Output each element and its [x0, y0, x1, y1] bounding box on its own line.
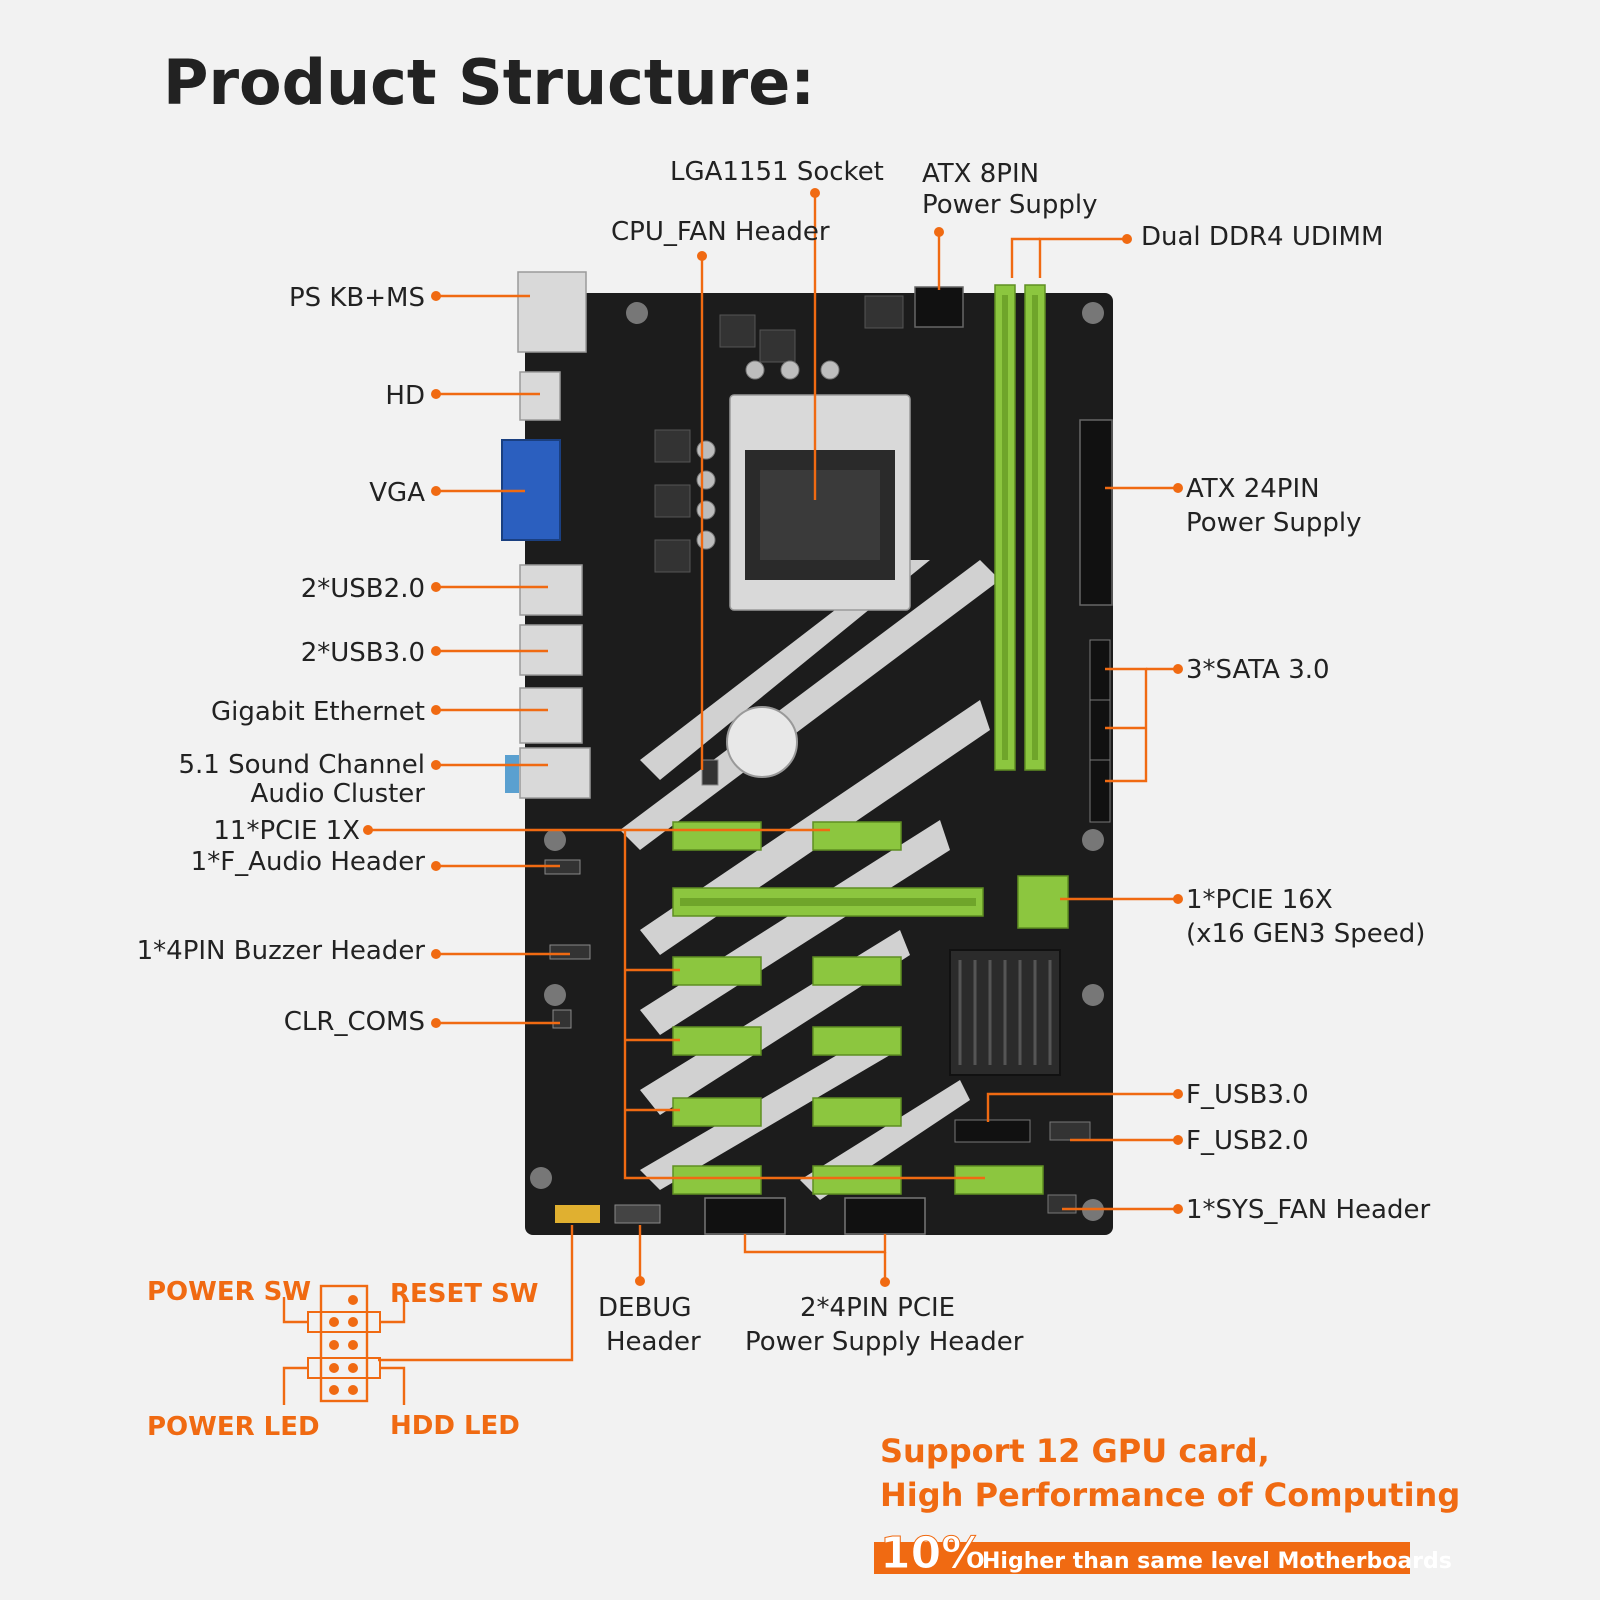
- bottom-connectors: [544, 759, 1091, 1235]
- pcie-power-connector-2: [844, 1197, 926, 1235]
- usb20-ports: [519, 564, 583, 616]
- hdmi-port: [519, 371, 561, 421]
- cpu-socket: [729, 394, 911, 611]
- label-atx-8pin-line1: ATX 8PIN: [922, 159, 1039, 189]
- motherboard: [501, 271, 1113, 1235]
- f-usb30-connector: [954, 1119, 1031, 1143]
- label-sata: 3*SATA 3.0: [1186, 655, 1330, 685]
- rear-io: [501, 271, 591, 799]
- label-atx-8pin-line2: Power Supply: [922, 190, 1097, 220]
- label-clr-coms: CLR_COMS: [284, 1007, 425, 1037]
- label-pcie-power-line2: Power Supply Header: [745, 1327, 1024, 1357]
- buzzer-pins: [549, 944, 591, 960]
- label-ps-kb-ms: PS KB+MS: [289, 283, 425, 313]
- panel-header-outline: [319, 1284, 369, 1403]
- audio-ports: [519, 747, 591, 799]
- label-power-led: POWER LED: [147, 1412, 320, 1442]
- label-usb20: 2*USB2.0: [301, 574, 425, 604]
- label-usb30: 2*USB3.0: [301, 638, 425, 668]
- mounting-holes: [530, 302, 1104, 1221]
- label-atx-24pin-line1: ATX 24PIN: [1186, 474, 1320, 504]
- promo-tagline: Higher than same level Motherboards: [982, 1549, 1452, 1574]
- label-hdd-led: HDD LED: [390, 1411, 520, 1441]
- promo-block: Support 12 GPU card, High Performance of…: [874, 1432, 1460, 1580]
- callout-lines: [363, 188, 1183, 1362]
- label-dual-ddr4: Dual DDR4 UDIMM: [1141, 222, 1383, 252]
- label-hd: HD: [385, 381, 425, 411]
- label-debug-line1: DEBUG: [598, 1293, 691, 1323]
- front-panel-diagram: POWER SW RESET SW POWER LED HDD LED: [147, 1277, 538, 1442]
- f-usb20-connector: [1049, 1121, 1091, 1141]
- label-buzzer: 1*4PIN Buzzer Header: [137, 936, 426, 966]
- label-vga: VGA: [369, 478, 425, 508]
- page-title: Product Structure:: [163, 46, 815, 119]
- label-reset-sw: RESET SW: [390, 1279, 538, 1309]
- label-pcie-16x-line1: 1*PCIE 16X: [1186, 885, 1333, 915]
- promo-line1: Support 12 GPU card,: [880, 1432, 1270, 1470]
- label-pcie-power-line1: 2*4PIN PCIE: [800, 1293, 955, 1323]
- sys-fan-connector: [1047, 1194, 1077, 1214]
- pcie-power-connector-1: [704, 1197, 786, 1235]
- label-f-audio: 1*F_Audio Header: [191, 847, 426, 877]
- cmos-battery: [726, 706, 798, 778]
- label-sound-line2: Audio Cluster: [251, 779, 426, 809]
- label-cpu-fan-header: CPU_FAN Header: [611, 217, 830, 247]
- cpu-fan-pins: [701, 759, 719, 786]
- label-pcie-1x: 11*PCIE 1X: [213, 816, 360, 846]
- label-gigabit-ethernet: Gigabit Ethernet: [211, 697, 425, 727]
- label-pcie-16x-line2: (x16 GEN3 Speed): [1186, 919, 1425, 949]
- atx-24pin-connector: [1079, 419, 1113, 606]
- front-panel-pins: [555, 1205, 600, 1223]
- pcie-slots: [672, 821, 1069, 1195]
- label-sound-line1: 5.1 Sound Channel: [179, 750, 426, 780]
- component-labels: LGA1151 Socket CPU_FAN Header ATX 8PIN P…: [137, 157, 1431, 1357]
- pcie-16x-latch: [1017, 875, 1069, 929]
- clr-cmos-jumper: [552, 1009, 572, 1029]
- label-power-sw: POWER SW: [147, 1277, 311, 1307]
- audio-jack: [505, 755, 519, 793]
- atx-8pin-connector: [914, 286, 964, 328]
- promo-percent: 10%: [880, 1528, 985, 1579]
- chipset-heatsink: [949, 949, 1061, 1076]
- label-debug-line2: Header: [606, 1327, 701, 1357]
- sata-ports: [1089, 639, 1111, 823]
- debug-pins: [614, 1204, 661, 1224]
- label-atx-24pin-line2: Power Supply: [1186, 508, 1361, 538]
- promo-banner: [874, 1542, 1410, 1574]
- ddr4-slots: [994, 284, 1046, 771]
- label-f-usb30: F_USB3.0: [1186, 1080, 1309, 1110]
- label-f-usb20: F_USB2.0: [1186, 1126, 1309, 1156]
- promo-line2: High Performance of Computing: [880, 1476, 1460, 1514]
- ethernet-port: [519, 687, 583, 744]
- label-lga1151-socket: LGA1151 Socket: [670, 157, 884, 187]
- ps2-port: [517, 271, 587, 353]
- label-sys-fan: 1*SYS_FAN Header: [1186, 1195, 1430, 1225]
